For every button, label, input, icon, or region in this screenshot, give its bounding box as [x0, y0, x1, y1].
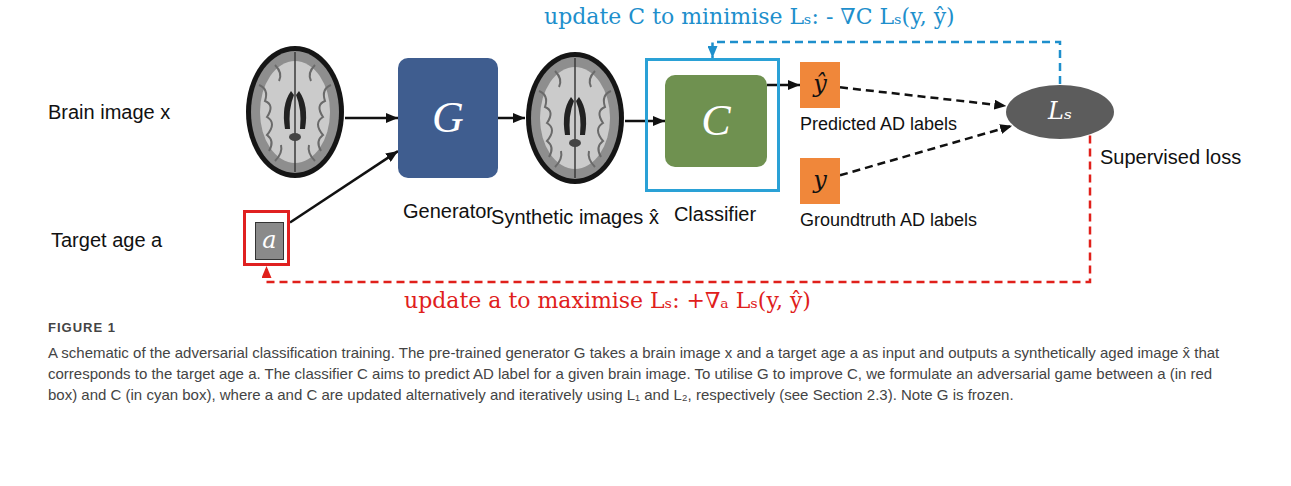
image-label: Brain image x — [48, 101, 170, 124]
image-label: Synthetic images x̂ — [491, 206, 659, 229]
update-rule: update a to maximise Lₛ: +∇ₐ Lₛ(y, ŷ) — [400, 288, 815, 313]
classifier-frame: ClassifierC — [645, 58, 780, 192]
loss-ellipse: LₛSupervised loss — [1005, 84, 1115, 140]
age-input: a — [255, 222, 284, 260]
synthetic-image: Synthetic images x̂ — [525, 48, 625, 188]
target-age-box: Target age aa — [243, 210, 290, 266]
groundtruth-symbol: y — [813, 167, 827, 195]
dashed-arrow — [840, 87, 1006, 106]
figure-caption: A schematic of the adversarial classific… — [48, 342, 1243, 405]
classifier-label: Classifier — [674, 203, 756, 226]
flow-arrow — [290, 151, 398, 222]
prediction-symbol: ŷ — [813, 71, 827, 99]
generator-symbol: G — [432, 93, 464, 144]
groundtruth-label-box: yGroundtruth AD labels — [800, 158, 840, 204]
loss-label: Supervised loss — [1100, 146, 1241, 169]
generator-box: GGenerator — [398, 58, 498, 178]
generator-label: Generator — [403, 200, 493, 223]
loss-symbol: Lₛ — [1048, 98, 1072, 126]
predicted-label-box: ŷPredicted AD labels — [800, 62, 840, 108]
brain-image: Brain image x — [245, 45, 345, 180]
update-rule: update C to minimise Lₛ: - ∇C Lₛ(y, ŷ) — [540, 4, 959, 29]
classifier-symbol: C — [701, 96, 730, 147]
figure-number: FIGURE 1 — [48, 320, 116, 335]
flow-arrow — [498, 117, 525, 120]
input-label: Target age a — [51, 229, 162, 252]
flow-arrow — [767, 84, 800, 87]
ellipse-shape — [1006, 85, 1114, 139]
age-symbol: a — [262, 227, 276, 255]
brain-mri — [246, 46, 344, 178]
synthetic-brain-mri — [526, 52, 624, 184]
prediction-label: Predicted AD labels — [800, 114, 957, 135]
flow-arrow — [345, 117, 398, 120]
classifier-box: C — [665, 75, 767, 167]
groundtruth-label: Groundtruth AD labels — [800, 210, 977, 231]
